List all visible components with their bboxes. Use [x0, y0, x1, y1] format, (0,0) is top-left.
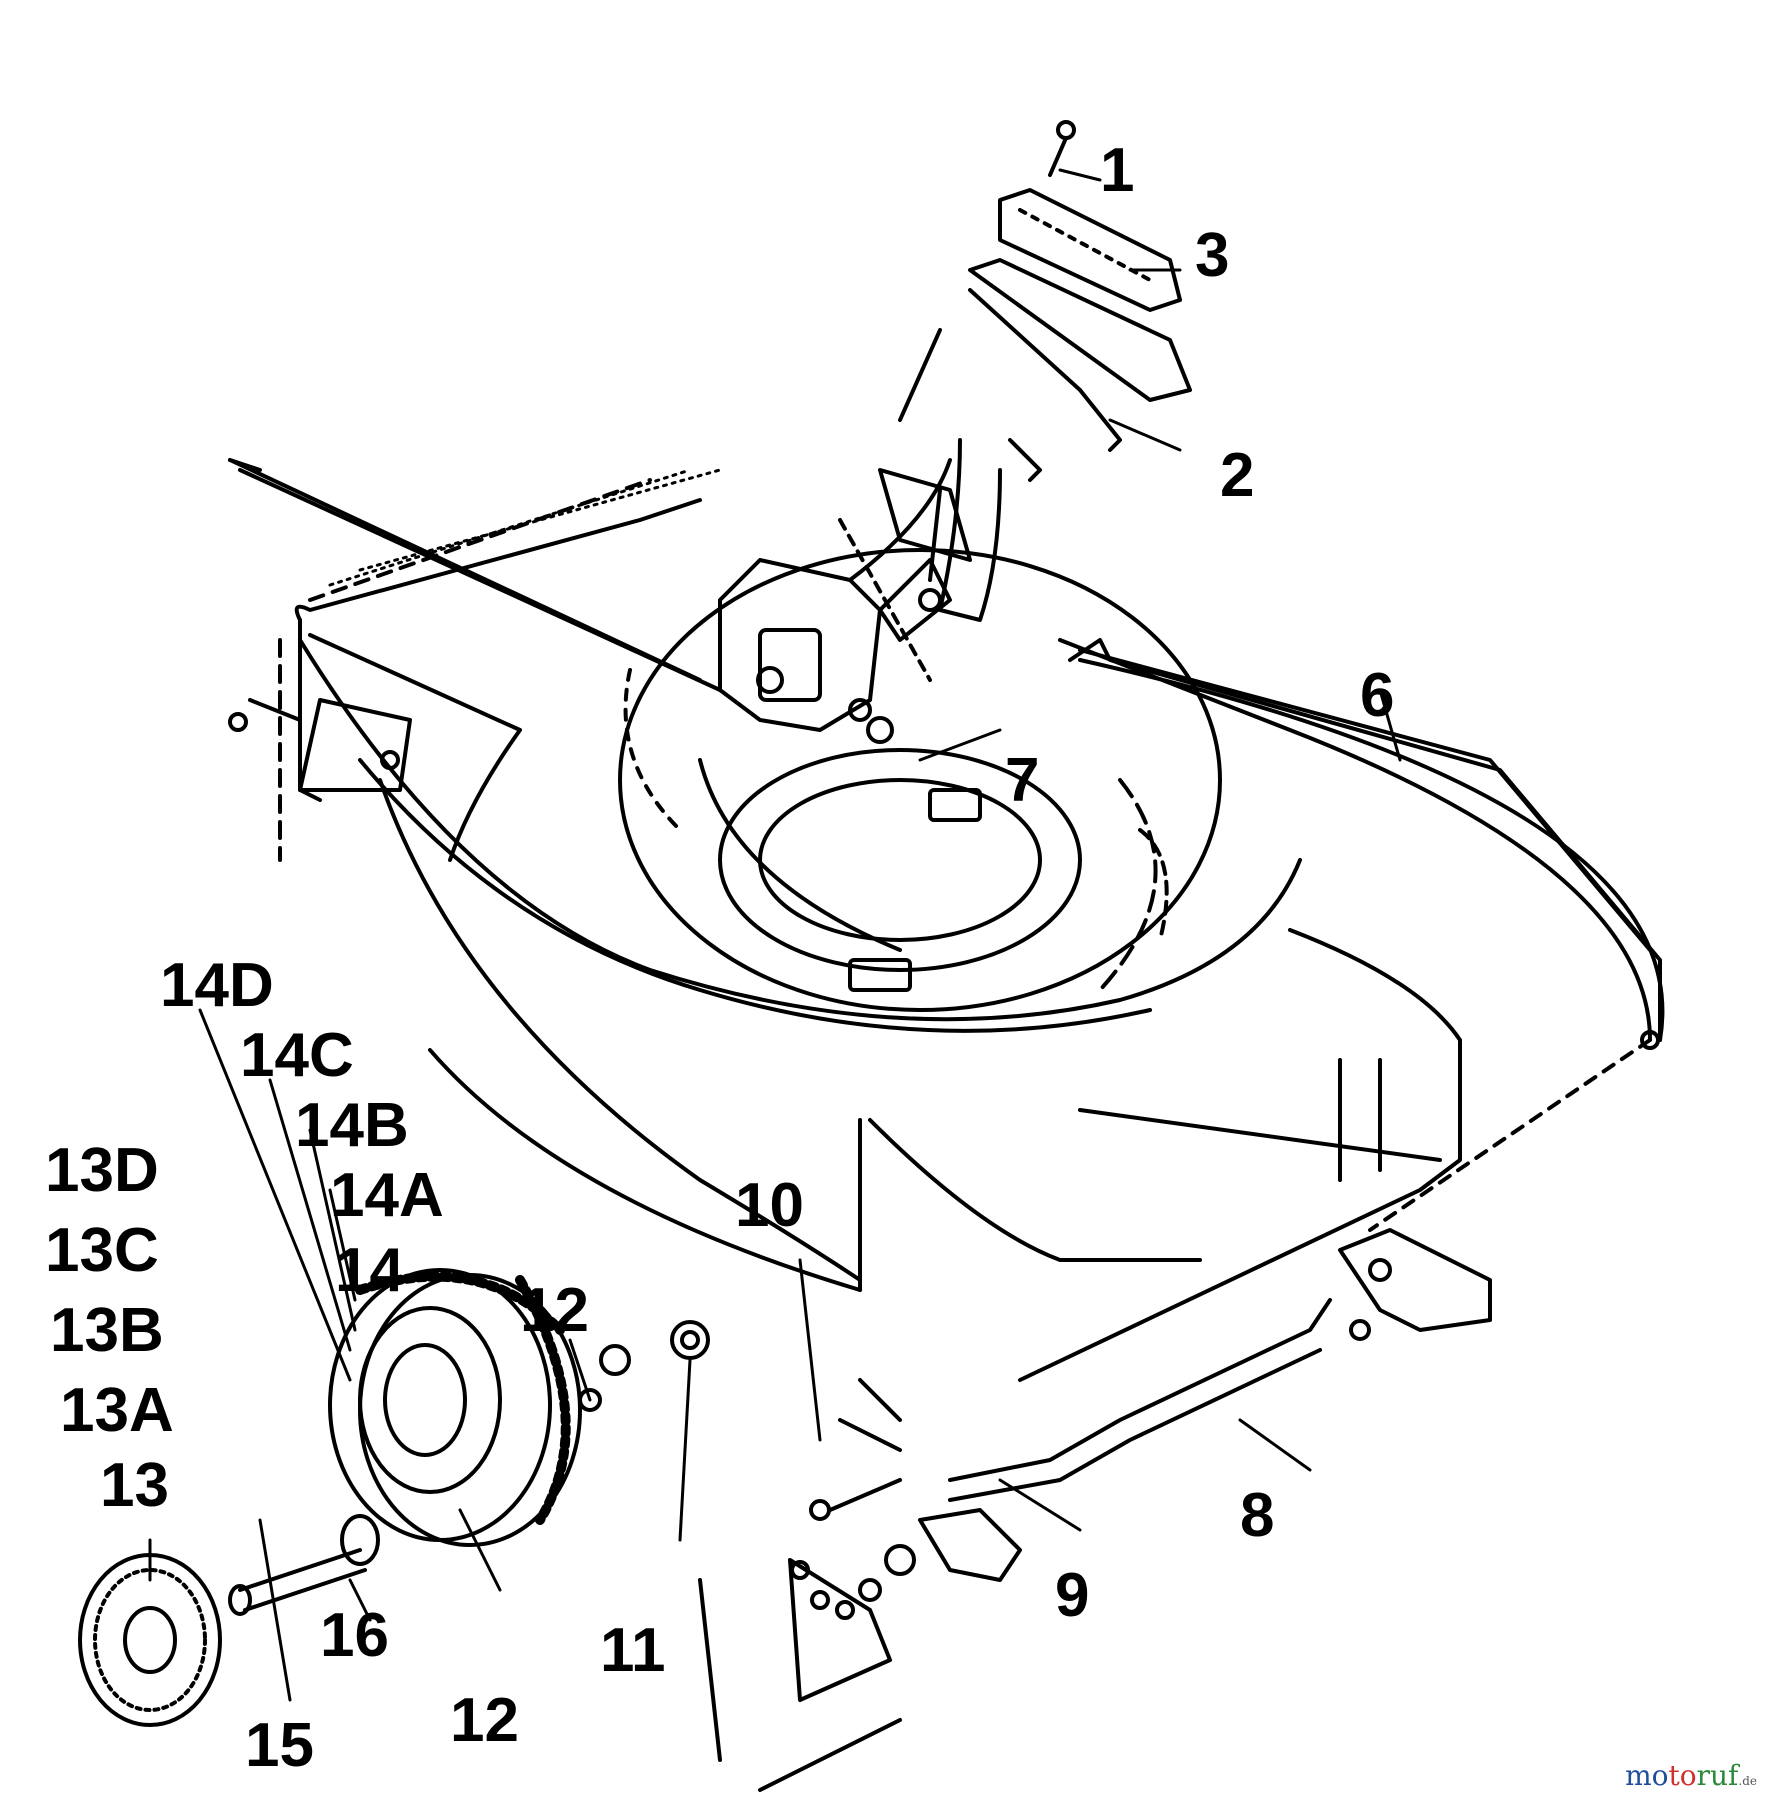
deck-shell [298, 638, 1665, 1382]
part-label-13a: 13A [60, 1376, 174, 1445]
part-label-16: 16 [320, 1601, 389, 1670]
rear-flap [278, 468, 722, 862]
part-label-13b: 13B [50, 1296, 164, 1365]
part-label-14a: 14A [330, 1161, 444, 1230]
watermark-part2: to [1668, 1759, 1697, 1792]
rear-right-rod [1068, 638, 1662, 1232]
part-label-12-lower: 12 [450, 1686, 519, 1755]
part-label-14b: 14B [295, 1091, 409, 1160]
watermark-part3: ruf [1696, 1759, 1739, 1792]
rear-axle [228, 458, 722, 792]
watermark-logo: motoruf.de [1625, 1762, 1757, 1790]
part-label-14d: 14D [160, 951, 274, 1020]
part-label-10: 10 [735, 1171, 804, 1240]
part-label-3: 3 [1195, 221, 1230, 290]
part-label-13c: 13C [45, 1216, 159, 1285]
part-label-12-upper: 12 [520, 1276, 589, 1345]
front-axle [698, 1228, 1492, 1792]
part-label-6: 6 [1360, 661, 1395, 730]
part-label-14: 14 [335, 1236, 404, 1305]
part-label-11: 11 [600, 1616, 666, 1685]
part-label-2: 2 [1220, 441, 1255, 510]
part-label-15: 15 [245, 1711, 314, 1780]
part-label-1: 1 [1100, 136, 1135, 205]
watermark-suffix: .de [1738, 1774, 1757, 1788]
blade-housing [618, 548, 1222, 1012]
part-label-9: 9 [1055, 1561, 1090, 1630]
motor-bracket [718, 458, 952, 744]
watermark-part1: mo [1625, 1759, 1669, 1792]
rear-wheel [328, 1268, 631, 1547]
handle-assembly [878, 120, 1192, 622]
part-label-8: 8 [1240, 1481, 1275, 1550]
part-label-14c: 14C [240, 1021, 354, 1090]
part-label-13: 13 [100, 1451, 169, 1520]
leader-lines [148, 168, 1402, 1702]
axle-bolt [228, 1320, 710, 1616]
part-label-7: 7 [1005, 746, 1040, 815]
part-label-13d: 13D [45, 1136, 159, 1205]
